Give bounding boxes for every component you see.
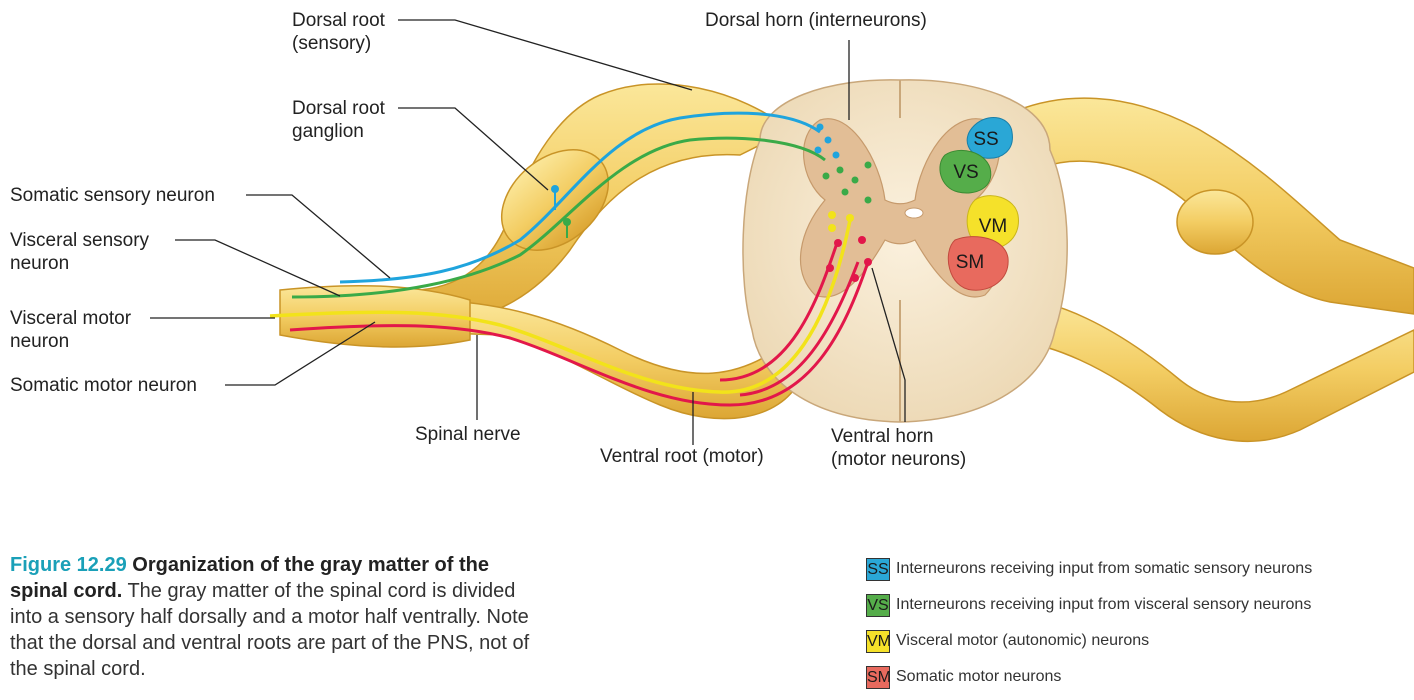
legend-swatch: VS (866, 594, 890, 617)
spinal-cord-cross-section (743, 80, 1067, 422)
spinal-nerve-label: Spinal nerve (415, 423, 521, 446)
legend-swatch: SM (866, 666, 890, 689)
figure-number: Figure 12.29 (10, 554, 127, 576)
dorsal-root-label: Dorsal root(sensory) (292, 9, 385, 55)
legend-swatch: VM (866, 630, 890, 653)
legend-text: Interneurons receiving input from viscer… (896, 596, 1311, 614)
dorsal-horn-label: Dorsal horn (interneurons) (705, 9, 927, 32)
legend-item-vm: VM Visceral motor (autonomic) neurons (866, 628, 1414, 657)
legend: SS Interneurons receiving input from som… (866, 556, 1414, 700)
zone-sm-label: SM (956, 252, 985, 273)
legend-text: Interneurons receiving input from somati… (896, 560, 1312, 578)
legend-item-sm: SM Somatic motor neurons (866, 664, 1414, 693)
legend-swatch: SS (866, 558, 890, 581)
ventral-horn-label: Ventral horn(motor neurons) (831, 425, 966, 471)
legend-text: Visceral motor (autonomic) neurons (896, 632, 1149, 650)
legend-item-ss: SS Interneurons receiving input from som… (866, 556, 1414, 585)
somatic-sensory-neuron-label: Somatic sensory neuron (10, 184, 215, 207)
zone-vm-label: VM (979, 216, 1008, 237)
zone-ss-label: SS (973, 129, 998, 150)
ventral-root-label: Ventral root (motor) (600, 445, 764, 468)
legend-text: Somatic motor neurons (896, 668, 1061, 686)
figure-caption: Figure 12.29 Organization of the gray ma… (10, 552, 530, 682)
zone-vs-label: VS (953, 162, 978, 183)
somatic-motor-neuron-label: Somatic motor neuron (10, 374, 197, 397)
legend-item-vs: VS Interneurons receiving input from vis… (866, 592, 1414, 621)
